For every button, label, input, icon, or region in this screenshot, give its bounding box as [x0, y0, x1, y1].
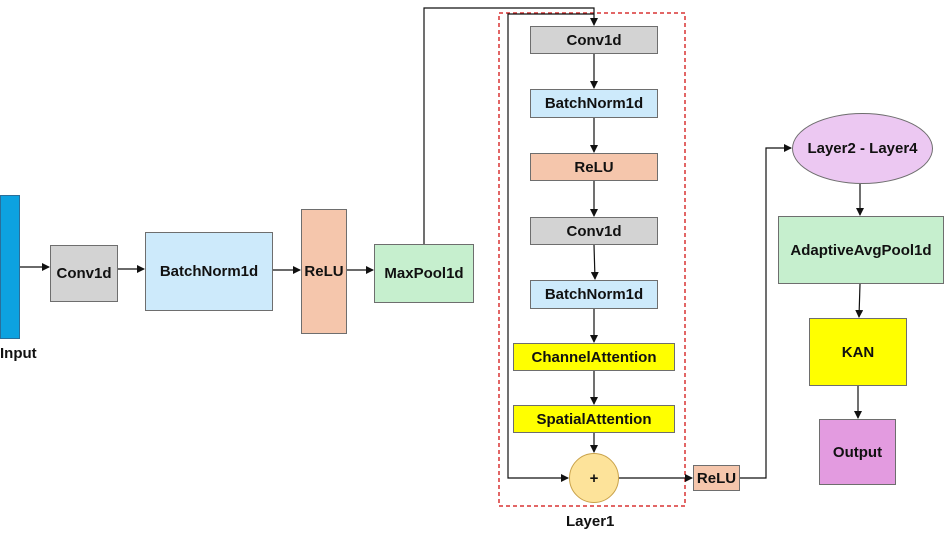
arrow-relu-to-layers-2-4	[740, 144, 792, 479]
post-kan-node: KAN	[809, 318, 907, 386]
stem-conv1d-node: Conv1d	[50, 245, 118, 302]
layer1-add-node: +	[569, 453, 619, 503]
arrow-pool-to-kan	[855, 283, 864, 318]
arrow-l1-conv-to-bn-b	[590, 244, 599, 280]
layer1-batchnorm1d-a-node: BatchNorm1d	[530, 89, 658, 118]
stem-batchnorm1d-node: BatchNorm1d	[145, 232, 273, 311]
post-layers-2-4-node: Layer2 - Layer4	[792, 113, 933, 184]
layer1-conv1d-b-node: Conv1d	[530, 217, 658, 245]
post-output-node: Output	[819, 419, 896, 485]
arrow-maxpool1d-to-layer1	[423, 7, 598, 244]
layer1-title: Layer1	[566, 513, 615, 530]
layer1-boundary	[498, 12, 686, 507]
layer1-conv1d-a-node: Conv1d	[530, 26, 658, 54]
stem-relu-node: ReLU	[301, 209, 347, 334]
layer1-spatial-attention-node: SpatialAttention	[513, 405, 675, 433]
post-adaptive-avg-pool-node: AdaptiveAvgPool1d	[778, 216, 944, 284]
stem-maxpool1d-node: MaxPool1d	[374, 244, 474, 303]
layer1-relu-node: ReLU	[530, 153, 658, 181]
post-relu-node: ReLU	[693, 465, 740, 491]
input-bar	[0, 195, 20, 339]
layer1-channel-attention-node: ChannelAttention	[513, 343, 675, 371]
input-label: Input	[0, 345, 37, 362]
layer1-batchnorm1d-b-node: BatchNorm1d	[530, 280, 658, 309]
arrow-skip-connection	[507, 13, 594, 482]
